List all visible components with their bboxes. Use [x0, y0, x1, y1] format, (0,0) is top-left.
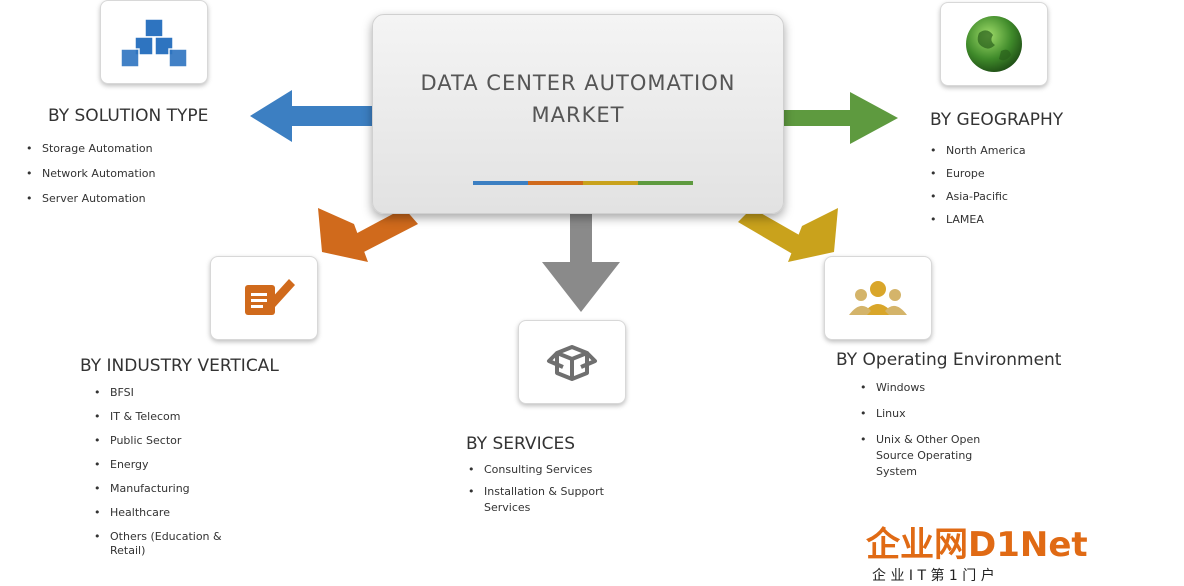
industry-vertical-list: BFSI IT & Telecom Public Sector Energy M…	[92, 386, 222, 558]
list-item: Asia-Pacific	[928, 190, 1026, 203]
list-item: Linux	[858, 406, 980, 422]
list-item: Network Automation	[24, 167, 156, 180]
watermark-tagline: 企 业 I T 第 1 门 户	[872, 567, 995, 582]
arrow-geography	[782, 92, 898, 144]
operating-environment-list: Windows Linux Unix & Other Open Source O…	[858, 380, 980, 480]
arrow-operating-environment	[738, 208, 838, 262]
arrow-solution-type	[250, 90, 372, 142]
users-icon	[849, 281, 907, 315]
list-item: Installation & Support Services	[466, 484, 604, 516]
industry-vertical-title: BY INDUSTRY VERTICAL	[80, 356, 279, 376]
list-item: Energy	[92, 458, 222, 472]
arrow-services	[542, 212, 620, 312]
list-item: Windows	[858, 380, 980, 396]
d1net-watermark: 企业网D1Net 企 业 I T 第 1 门 户	[866, 525, 1088, 582]
list-item: Manufacturing	[92, 482, 222, 496]
arrow-industry-vertical	[318, 208, 418, 262]
box-icon	[547, 345, 597, 381]
services-list: Consulting Services Installation & Suppo…	[466, 462, 604, 516]
solution-type-list: Storage Automation Network Automation Se…	[24, 142, 156, 205]
list-item: Unix & Other Open Source Operating Syste…	[858, 432, 980, 480]
industry-vertical-icon-box	[210, 256, 318, 340]
watermark-logo: 企业网D1Net	[866, 525, 1088, 565]
list-item: Others (Education & Retail)	[92, 530, 222, 558]
color-strip	[473, 181, 693, 185]
list-item: Public Sector	[92, 434, 222, 448]
list-item: BFSI	[92, 386, 222, 400]
geography-title: BY GEOGRAPHY	[930, 110, 1064, 130]
operating-environment-icon-box	[824, 256, 932, 340]
list-item: LAMEA	[928, 213, 1026, 226]
list-item: IT & Telecom	[92, 410, 222, 424]
center-title: DATA CENTER AUTOMATION MARKET	[420, 71, 736, 127]
list-item: North America	[928, 144, 1026, 157]
solution-type-icon-box	[100, 0, 208, 84]
geography-icon-box	[940, 2, 1048, 86]
services-title: BY SERVICES	[466, 434, 575, 454]
list-item: Consulting Services	[466, 462, 604, 478]
list-item: Healthcare	[92, 506, 222, 520]
list-item: Server Automation	[24, 192, 156, 205]
geography-list: North America Europe Asia-Pacific LAMEA	[928, 144, 1026, 226]
services-icon-box	[518, 320, 626, 404]
solution-type-title: BY SOLUTION TYPE	[48, 106, 209, 126]
document-pen-icon	[245, 279, 295, 315]
cubes-icon	[120, 18, 188, 68]
list-item: Europe	[928, 167, 1026, 180]
globe-icon	[966, 16, 1022, 72]
operating-environment-title: BY Operating Environment	[836, 350, 1062, 370]
list-item: Storage Automation	[24, 142, 156, 155]
center-market-box: DATA CENTER AUTOMATION MARKET	[372, 14, 784, 214]
